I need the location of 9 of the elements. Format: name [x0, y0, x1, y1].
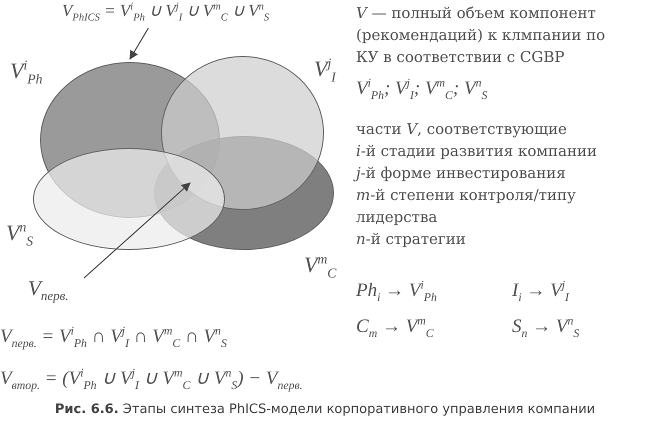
note-text: n-й стратегии: [356, 229, 467, 250]
figure-caption: Рис. 6.6. Этапы синтеза PhICS-модели корпоративного управления компании: [54, 402, 596, 417]
formula-text: V$_{перв.}$: [28, 276, 69, 301]
note-text: i-й стадии развития компании: [356, 141, 598, 162]
formula-text: V$_{втор.}$ = (V$^{i}$$_{Ph}$ ∪ V$^{j}$$_{I}$ ∪ V$^{m}$$_{C}$ ∪ V$^{n}$$_{S}$) − V$_{перв.}$: [0, 368, 304, 390]
arrow: [130, 28, 149, 60]
note-text: части V, соответствующие: [356, 119, 568, 140]
leader-line: [84, 182, 191, 278]
note-text: V — полный объем компонент (рекомендаций) к клмпании по КУ в соответствии с CGBP: [356, 3, 606, 68]
